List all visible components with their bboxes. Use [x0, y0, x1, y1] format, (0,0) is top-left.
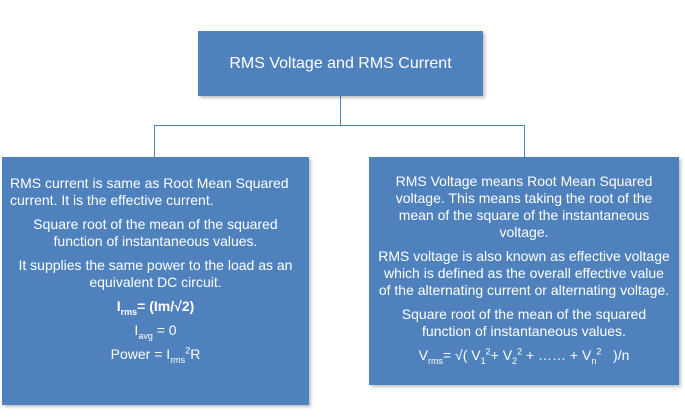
- v2-subscript: 2: [512, 355, 518, 366]
- power-superscript: 2: [185, 345, 191, 356]
- vn-subscript: n: [591, 355, 597, 366]
- connector-right-drop: [524, 125, 525, 157]
- irms-expression: = (Im/√2): [137, 298, 195, 314]
- rms-current-definition: RMS current is same as Root Mean Squared…: [10, 175, 289, 208]
- irms-symbol: I: [116, 298, 121, 314]
- connector-left-drop: [154, 125, 155, 157]
- vrms-subscript: rms: [427, 355, 443, 366]
- iavg-expression: = 0: [152, 322, 177, 338]
- vrms-formula: Vrms= √( V12+ V22 + …… + Vn2 )/n: [377, 346, 671, 366]
- connector-horizontal: [154, 125, 525, 126]
- vn-superscript: 2: [596, 346, 602, 357]
- iavg-subscript: avg: [138, 330, 153, 341]
- rms-current-power-equivalence: It supplies the same power to the load a…: [18, 257, 293, 290]
- title-box: RMS Voltage and RMS Current: [198, 31, 483, 96]
- power-formula: Power = Irms2R: [10, 345, 301, 365]
- power-prefix: Power = I: [110, 346, 171, 362]
- rms-current-box: RMS current is same as Root Mean Squared…: [2, 157, 309, 405]
- rms-voltage-box: RMS Voltage means Root Mean Squared volt…: [369, 157, 679, 385]
- dots-vn: + …… + V: [522, 347, 592, 363]
- rms-current-sqrt-mean: Square root of the mean of the squared f…: [33, 216, 278, 249]
- irms-subscript: rms: [120, 306, 138, 317]
- vrms-symbol: V: [418, 347, 428, 363]
- vrms-tail: )/n: [601, 347, 630, 363]
- rms-voltage-sqrt-mean: Square root of the mean of the squared f…: [401, 306, 647, 339]
- rms-voltage-definition: RMS Voltage means Root Mean Squared volt…: [395, 173, 653, 240]
- iavg-formula: Iavg = 0: [10, 322, 301, 341]
- power-subscript: rms: [170, 354, 186, 365]
- v1-superscript: 2: [485, 346, 491, 357]
- rms-voltage-effective: RMS voltage is also known as effective v…: [378, 248, 670, 298]
- irms-formula: Irms= (Im/√2): [10, 298, 301, 317]
- iavg-symbol: I: [134, 322, 139, 338]
- connector-top-stem: [340, 96, 341, 126]
- v1-subscript: 1: [480, 355, 486, 366]
- power-suffix: R: [190, 346, 201, 362]
- title-text: RMS Voltage and RMS Current: [229, 54, 452, 72]
- vrms-eq: = √( V: [442, 347, 481, 363]
- plus-v2: + V: [490, 347, 513, 363]
- v2-superscript: 2: [517, 346, 523, 357]
